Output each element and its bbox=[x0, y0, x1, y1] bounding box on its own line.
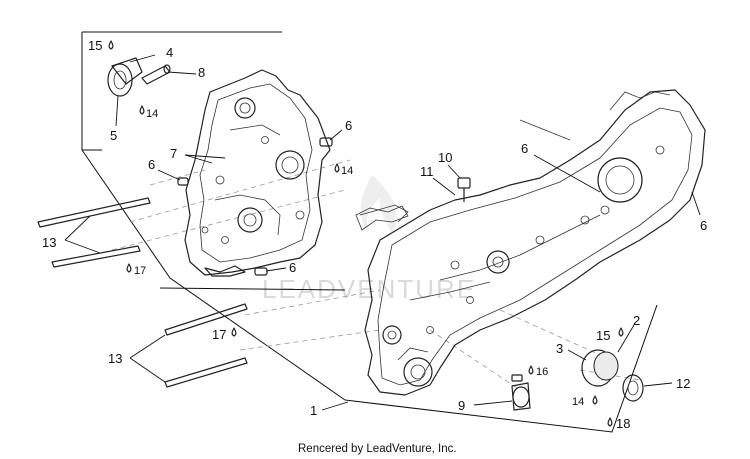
callout-6: 6 bbox=[289, 260, 296, 275]
oil-drop-icon bbox=[126, 263, 132, 273]
oil-drop-icon bbox=[618, 327, 624, 337]
callout-13: 13 bbox=[42, 235, 56, 250]
callout-16: 16 bbox=[536, 366, 548, 378]
callout-15: 15 bbox=[88, 38, 102, 53]
callout-9: 9 bbox=[458, 398, 465, 413]
part-9-bushing bbox=[511, 382, 531, 411]
flame-logo-icon bbox=[360, 175, 397, 235]
part-6-dowel-b bbox=[177, 177, 189, 186]
callout-14: 14 bbox=[146, 108, 158, 120]
callout-7: 7 bbox=[170, 146, 177, 161]
oil-drop-icon bbox=[108, 40, 114, 50]
footer-credit: Rencered by LeadVenture, Inc. bbox=[298, 443, 457, 455]
callout-18: 18 bbox=[616, 416, 630, 431]
oil-drop-icon bbox=[334, 163, 340, 173]
callout-6: 6 bbox=[700, 218, 707, 233]
callout-labels: 15 4 8 14 5 6 7 6 14 13 17 6 10 11 6 6 1… bbox=[42, 38, 707, 431]
callout-17: 17 bbox=[212, 327, 226, 342]
gasket bbox=[355, 205, 409, 231]
callout-6: 6 bbox=[521, 141, 528, 156]
part-10-bolt bbox=[457, 177, 471, 202]
left-crankcase-half bbox=[184, 69, 331, 277]
callout-2: 2 bbox=[633, 313, 640, 328]
callout-12: 12 bbox=[676, 376, 690, 391]
watermark: LEADVENTURE bbox=[262, 175, 474, 304]
inset-frame bbox=[81, 31, 658, 433]
part-16-pin bbox=[511, 374, 523, 382]
callout-17: 17 bbox=[134, 265, 146, 277]
callout-4: 4 bbox=[166, 45, 173, 60]
part-13-studs-lower bbox=[164, 303, 248, 388]
leader-lines bbox=[64, 54, 701, 411]
part-6-dowel-c bbox=[254, 267, 268, 276]
callout-8: 8 bbox=[198, 65, 205, 80]
callout-3: 3 bbox=[556, 341, 563, 356]
lubricant-drops bbox=[108, 40, 624, 427]
part-13-studs-upper bbox=[37, 197, 151, 268]
oil-drop-icon bbox=[592, 395, 598, 405]
oil-drop-icon bbox=[139, 105, 145, 115]
part-4-5-seal bbox=[107, 57, 143, 97]
callout-14: 14 bbox=[341, 165, 353, 177]
callout-11: 11 bbox=[420, 164, 434, 179]
callout-5: 5 bbox=[110, 128, 117, 143]
callout-6: 6 bbox=[148, 157, 155, 172]
callout-13: 13 bbox=[108, 351, 122, 366]
oil-drop-icon bbox=[231, 327, 237, 337]
main-crankcase-half bbox=[359, 89, 706, 396]
part-8-pin bbox=[141, 64, 171, 85]
part-6-dowel-a bbox=[319, 137, 333, 147]
oil-drop-icon bbox=[607, 417, 613, 427]
oil-drop-icon bbox=[528, 365, 534, 375]
callout-15: 15 bbox=[596, 328, 610, 343]
callout-14: 14 bbox=[572, 396, 584, 408]
part-12-seal bbox=[622, 374, 644, 402]
callout-10: 10 bbox=[438, 150, 452, 165]
callout-6: 6 bbox=[345, 118, 352, 133]
part-3-bushing bbox=[581, 349, 619, 387]
callout-1: 1 bbox=[310, 403, 317, 418]
